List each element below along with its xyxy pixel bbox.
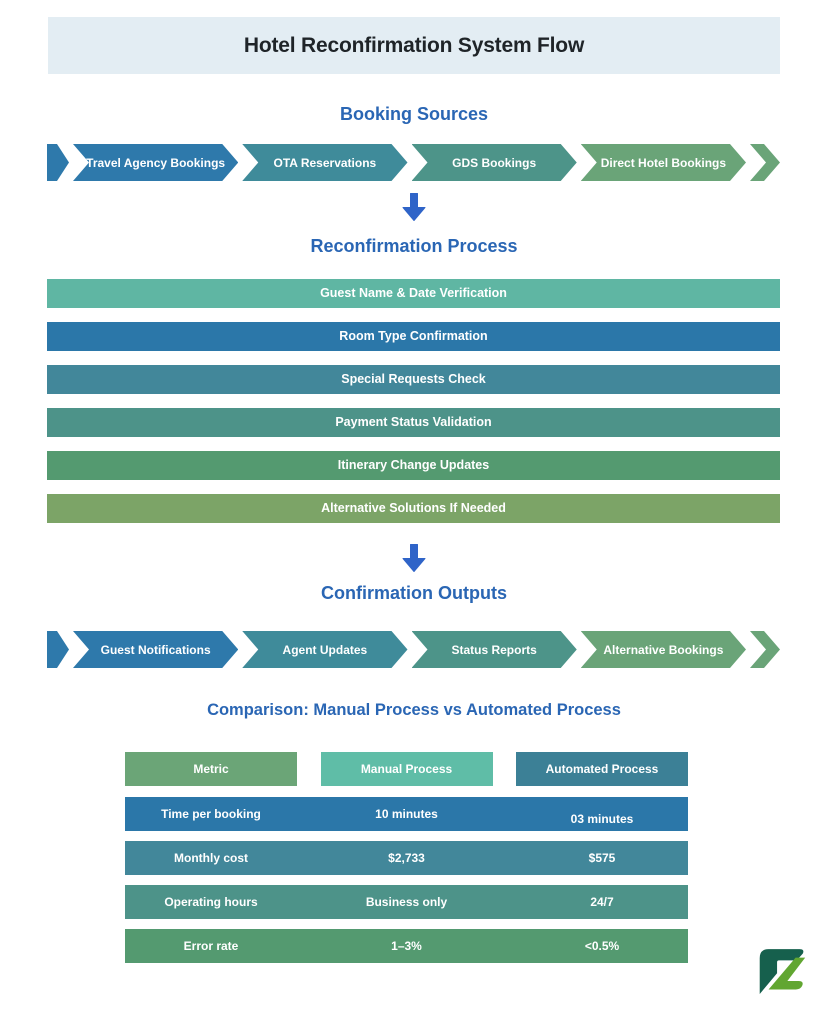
metric-cell: Time per booking (161, 807, 261, 821)
process-step-payment-status-validation: Payment Status Validation (47, 408, 780, 437)
automated-cell: <0.5% (584, 939, 620, 953)
chevron-status-reports: Status Reports (412, 631, 577, 668)
table-row-error-rate: Error rate 1–3% <0.5% (125, 929, 688, 963)
table-row-operating-hours: Operating hours Business only 24/7 (125, 885, 688, 919)
chevron-label: GDS Bookings (452, 155, 537, 170)
automated-cell: 03 minutes (570, 812, 634, 826)
manual-cell: 1–3% (391, 939, 422, 953)
chevron-guest-notifications: Guest Notifications (73, 631, 238, 668)
comparison-table: Metric Manual Process Automated Process … (125, 752, 688, 964)
automated-cell: 24/7 (590, 895, 614, 909)
page-title: Hotel Reconfirmation System Flow (243, 33, 585, 57)
fz-brand-logo-icon (759, 949, 806, 995)
chevron-ota-reservations: OTA Reservations (242, 144, 407, 181)
table-row-time-per-booking: Time per booking 10 minutes 03 minutes (125, 797, 688, 831)
chevron-direct-hotel-bookings: Direct Hotel Bookings (581, 144, 746, 181)
manual-cell: 10 minutes (375, 807, 438, 821)
automated-cell: $575 (588, 851, 616, 865)
chevron-label: OTA Reservations (273, 155, 377, 170)
section-heading-comparison: Comparison: Manual Process vs Automated … (207, 701, 621, 719)
chevron-lead-fragment (47, 144, 69, 181)
column-header-metric: Metric (125, 752, 297, 786)
section-heading-reconfirmation-process: Reconfirmation Process (310, 236, 518, 256)
chevron-lead-fragment (47, 631, 69, 668)
reconfirmation-process-steps: Guest Name & Date Verification Room Type… (47, 279, 780, 523)
chevron-alternative-bookings: Alternative Bookings (581, 631, 746, 668)
chevron-label: Guest Notifications (100, 642, 211, 657)
down-arrow-icon (402, 544, 426, 572)
chevron-tail-fragment (750, 631, 780, 668)
chevron-tail-fragment (750, 144, 780, 181)
process-step-alternative-solutions: Alternative Solutions If Needed (47, 494, 780, 523)
comparison-table-header: Metric Manual Process Automated Process (125, 752, 688, 786)
manual-cell: Business only (365, 895, 448, 909)
section-heading-confirmation-outputs: Confirmation Outputs (321, 583, 507, 603)
column-header-manual-process: Manual Process (320, 752, 493, 786)
confirmation-outputs-flow: Guest Notifications Agent Updates Status… (47, 631, 780, 668)
chevron-label: Status Reports (451, 642, 537, 657)
booking-sources-flow: Travel Agency Bookings OTA Reservations … (47, 144, 780, 181)
chevron-travel-agency-bookings: Travel Agency Bookings (73, 144, 238, 181)
column-header-automated-process: Automated Process (516, 752, 688, 786)
metric-cell: Operating hours (164, 895, 258, 909)
process-step-guest-name-date-verification: Guest Name & Date Verification (47, 279, 780, 308)
section-heading-booking-sources: Booking Sources (339, 104, 489, 124)
process-step-special-requests-check: Special Requests Check (47, 365, 780, 394)
metric-cell: Error rate (183, 939, 239, 953)
title-banner: Hotel Reconfirmation System Flow (48, 17, 780, 74)
chevron-label: Direct Hotel Bookings (600, 155, 727, 170)
chevron-label: Agent Updates (282, 642, 368, 657)
chevron-label: Alternative Bookings (603, 642, 724, 657)
chevron-label: Travel Agency Bookings (86, 155, 226, 170)
process-step-itinerary-change-updates: Itinerary Change Updates (47, 451, 780, 480)
manual-cell: $2,733 (388, 851, 425, 865)
chevron-gds-bookings: GDS Bookings (412, 144, 577, 181)
process-step-room-type-confirmation: Room Type Confirmation (47, 322, 780, 351)
down-arrow-icon (402, 193, 426, 221)
metric-cell: Monthly cost (174, 851, 248, 865)
chevron-agent-updates: Agent Updates (242, 631, 407, 668)
table-row-monthly-cost: Monthly cost $2,733 $575 (125, 841, 688, 875)
